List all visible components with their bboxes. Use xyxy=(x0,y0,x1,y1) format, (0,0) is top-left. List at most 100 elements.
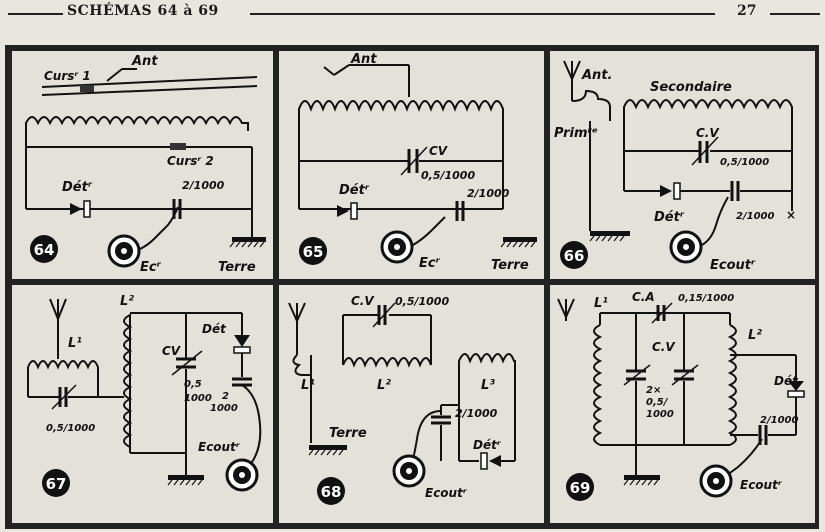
label-l3: L³ xyxy=(481,378,495,393)
coil-l1 xyxy=(292,354,312,376)
schematic-68: L¹ Terre C.V 0,5/1000 L² L³ Détʳ 2/1000 … xyxy=(279,285,544,523)
ground-symbol xyxy=(168,475,204,480)
label-cv-value: 0,5/1000 xyxy=(720,157,769,168)
coil-l1 xyxy=(593,324,603,446)
ground-symbol xyxy=(503,237,537,242)
schematic-65: Ant CV 0,5/1000 Détʳ 2/1000 Ecʳ Terre 65 xyxy=(279,51,544,279)
earphone-cord xyxy=(241,384,262,466)
coil-l1 xyxy=(27,360,99,370)
label-capacitor: 2/1000 xyxy=(760,415,798,426)
diagram-number-badge xyxy=(317,477,345,505)
label-cv: CV xyxy=(162,344,182,358)
detector-symbol xyxy=(337,205,349,217)
secondary-coil xyxy=(623,99,793,211)
label-terre: Terre xyxy=(329,426,367,441)
label-ant: Ant xyxy=(350,52,377,67)
ground-symbol xyxy=(232,237,266,242)
detector-symbol xyxy=(234,335,250,347)
slider-contact-2 xyxy=(170,143,186,150)
label-primaire: Primʳᵉ xyxy=(554,126,598,141)
label-l1: L¹ xyxy=(301,378,315,393)
label-curseur-1: Cursʳ 1 xyxy=(44,69,91,83)
label-l1: L¹ xyxy=(68,336,82,351)
ground-symbol xyxy=(309,445,347,450)
schematic-64: Ant Cursʳ 1 Cursʳ 2 Détʳ 2/1000 Ecʳ Terr… xyxy=(12,51,273,279)
antenna-symbol xyxy=(557,298,575,321)
label-l2: L² xyxy=(377,378,391,393)
earphone-symbol xyxy=(669,230,703,264)
coil-l2 xyxy=(123,313,133,453)
label-terre: Terre xyxy=(491,258,529,273)
header-rule-middle xyxy=(250,13,715,15)
label-l2: L² xyxy=(748,328,762,343)
coil-l2 xyxy=(342,357,432,368)
label-cv: C.V xyxy=(696,126,720,140)
earphone-cord xyxy=(412,410,442,460)
header-rule-right xyxy=(770,13,820,15)
label-cv-value-2: 0,5/ xyxy=(646,397,669,408)
earphone-cord xyxy=(412,216,446,246)
header-rule-left xyxy=(8,13,63,15)
label-ca: C.A xyxy=(632,290,655,304)
diagram-number: 65 xyxy=(303,243,324,261)
label-ecouteur: Ecoutʳ xyxy=(740,478,783,492)
detector-symbol xyxy=(788,381,804,391)
earphone-symbol xyxy=(107,234,141,268)
earphone-symbol xyxy=(392,454,426,488)
coil-l2 xyxy=(727,324,737,446)
label-detecteur: Détʳ xyxy=(62,180,93,195)
label-ecouteur: Ecoutʳ xyxy=(710,258,756,273)
label-detecteur: Détʳ xyxy=(473,438,502,452)
ground-symbol xyxy=(590,231,630,236)
label-capacitor: 2/1000 xyxy=(467,187,510,200)
label-ecouteur: Ecoutʳ xyxy=(198,440,241,454)
label-ant: Ant. xyxy=(581,68,612,83)
schematic-67: L¹ 0,5/1000 L² CV 0,5 1000 Dét 2 1000 Ec… xyxy=(12,285,273,523)
coil xyxy=(298,100,504,141)
coil xyxy=(25,116,249,131)
detector-symbol xyxy=(480,452,488,470)
label-detecteur: Détʳ xyxy=(654,210,685,225)
label-capacitor: 2/1000 xyxy=(455,407,498,420)
schematic-66: Ant. Primʳᵉ Secondaire C.V 0,5/1000 Détʳ… xyxy=(550,51,815,279)
schematic-69: L¹ C.A 0,15/1000 C.V 2× 0,5/ 1000 L² Dét… xyxy=(550,285,815,523)
label-ca-value: 0,15/1000 xyxy=(678,293,734,304)
diagram-number: 67 xyxy=(46,475,67,493)
label-l1: L¹ xyxy=(594,296,608,311)
label-detecteur: Dét xyxy=(774,374,799,388)
label-cv: C.V xyxy=(351,294,375,308)
label-detecteur: Détʳ xyxy=(339,183,370,198)
label-cv-value: 0,5/1000 xyxy=(421,169,475,182)
label-capacitor-2: 1000 xyxy=(210,403,238,414)
coil-l3 xyxy=(458,353,516,461)
label-ecouteur: Ecʳ xyxy=(140,260,162,275)
label-x: × xyxy=(786,208,796,222)
page-number: 27 xyxy=(737,3,757,19)
label-curseur-2: Cursʳ 2 xyxy=(167,154,214,168)
label-cv-value-1: 0,5 xyxy=(184,379,202,390)
label-cv-value-3: 1000 xyxy=(646,409,674,420)
label-capacitor: 2/1000 xyxy=(182,179,225,192)
earphone-cord xyxy=(139,206,179,250)
label-capacitor-1: 2 xyxy=(222,391,229,402)
antenna-symbol xyxy=(323,66,335,76)
earphone-cord xyxy=(701,196,729,246)
page-header: SCHÉMAS 64 à 69 27 xyxy=(0,0,825,30)
diagram-number: 66 xyxy=(564,247,585,265)
label-ecouteur: Ecoutʳ xyxy=(425,486,468,500)
primary-coil xyxy=(571,89,611,108)
label-capacitor: 2/1000 xyxy=(736,211,774,222)
label-cv-value: 0,5/1000 xyxy=(395,295,449,308)
ground-symbol xyxy=(624,475,660,480)
label-cv: C.V xyxy=(652,340,676,354)
antenna-symbol xyxy=(563,60,581,101)
label-cv-value-2: 1000 xyxy=(184,393,212,404)
detector-symbol xyxy=(660,185,672,197)
label-secondaire: Secondaire xyxy=(650,80,732,95)
label-cv-small-value: 0,5/1000 xyxy=(46,423,95,434)
diagram-number-badge xyxy=(560,241,588,269)
diagram-number-badge xyxy=(30,235,58,263)
label-ant: Ant xyxy=(131,54,158,69)
detector-symbol xyxy=(70,203,82,215)
diagram-number-badge xyxy=(299,237,327,265)
